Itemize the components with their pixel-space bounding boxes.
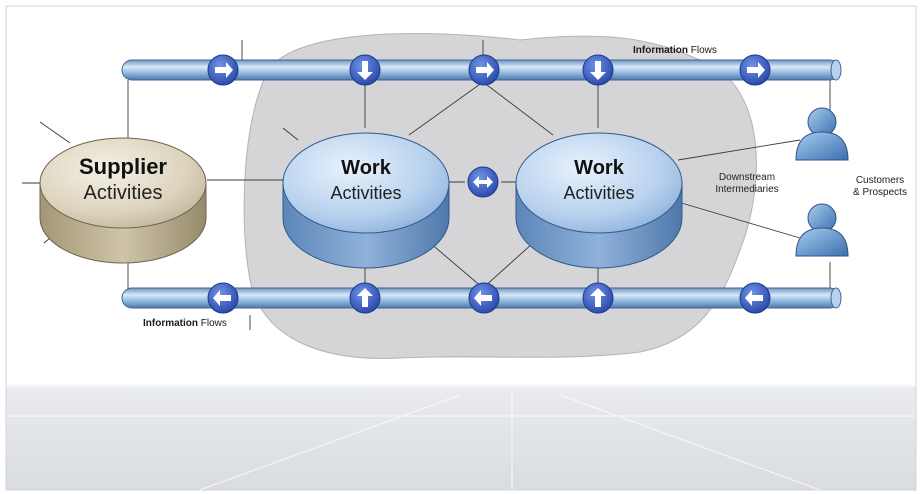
bottom-flow-label: Information Flows: [143, 318, 227, 329]
customers-label-line1: Customers: [856, 175, 904, 186]
downstream-label-line2: Intermediaries: [715, 184, 778, 195]
work-activities-disk-right: [515, 132, 683, 269]
person-icon: [795, 107, 849, 161]
work-right-subtitle: Activities: [563, 183, 634, 203]
work-left-title: Work: [341, 157, 392, 179]
floor-reflection-lines: [6, 390, 916, 491]
supplier-activities-disk: [39, 137, 207, 264]
supplier-title: Supplier: [79, 154, 167, 179]
arrow-down-icon: [349, 54, 381, 86]
arrow-left-icon: [207, 282, 239, 314]
person-icon: [795, 203, 849, 257]
work-left-subtitle: Activities: [330, 183, 401, 203]
top-flow-label: Information Flows: [633, 45, 717, 56]
arrow-down-icon: [582, 54, 614, 86]
arrow-up-icon: [349, 282, 381, 314]
arrow-right-icon: [468, 54, 500, 86]
customers-label-line2: & Prospects: [853, 187, 907, 198]
arrow-left-icon: [468, 282, 500, 314]
work-right-title: Work: [574, 157, 625, 179]
supplier-subtitle: Activities: [84, 182, 163, 204]
arrow-right-icon: [739, 54, 771, 86]
work-activities-disk-left: [282, 132, 450, 269]
arrow-left-right-icon: [467, 166, 499, 198]
arrow-left-icon: [739, 282, 771, 314]
downstream-label-line1: Downstream: [719, 172, 775, 183]
arrow-right-icon: [207, 54, 239, 86]
arrow-up-icon: [582, 282, 614, 314]
